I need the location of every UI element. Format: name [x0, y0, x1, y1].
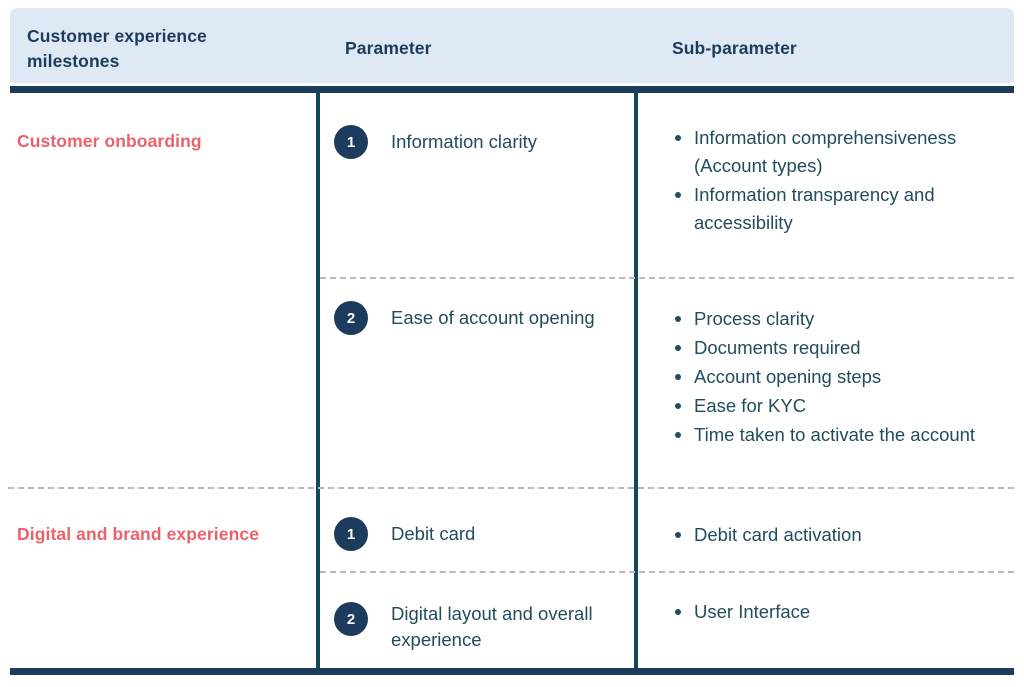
header-bottom-rule — [10, 86, 1014, 93]
table-row: 2 Ease of account opening — [334, 300, 595, 335]
list-item: Process clarity — [672, 305, 1007, 333]
table-bottom-rule — [10, 668, 1014, 675]
column-divider-milestones-parameter — [316, 93, 320, 668]
parameter-label: Information clarity — [391, 131, 537, 152]
parameter-label: Digital layout and overall experience — [391, 603, 593, 651]
parameter-number-badge: 2 — [334, 602, 368, 636]
list-item: Time taken to activate the account — [672, 421, 1007, 449]
table-row: 1 Information clarity — [334, 124, 537, 159]
milestone-label-digital-and-brand-experience: Digital and brand experience — [17, 524, 260, 544]
sub-parameter-list: Information comprehensiveness (Account t… — [672, 124, 1007, 238]
column-header-milestones: Customer experience milestones — [27, 26, 207, 72]
list-item: User Interface — [672, 598, 1007, 626]
parameter-number-badge: 1 — [334, 125, 368, 159]
list-item: Information transparency and accessibili… — [672, 181, 1007, 237]
column-header-sub-parameter: Sub-parameter — [672, 38, 797, 58]
list-item: Information comprehensiveness (Account t… — [672, 124, 1007, 180]
list-item: Account opening steps — [672, 363, 1007, 391]
table-row: 2 Digital layout and overall experience — [334, 601, 636, 654]
list-item: Debit card activation — [672, 521, 1007, 549]
milestone-label-customer-onboarding: Customer onboarding — [17, 131, 202, 151]
sub-parameter-list: User Interface — [672, 598, 1007, 627]
parameter-label: Ease of account opening — [391, 307, 595, 328]
list-item: Ease for KYC — [672, 392, 1007, 420]
parameter-number-badge: 1 — [334, 517, 368, 551]
parameter-label: Debit card — [391, 523, 476, 544]
list-item: Documents required — [672, 334, 1007, 362]
sub-parameter-list: Debit card activation — [672, 521, 1007, 550]
parameter-number-badge: 2 — [334, 301, 368, 335]
column-header-parameter: Parameter — [345, 38, 432, 58]
table-row: 1 Debit card — [334, 516, 475, 551]
sub-parameter-list: Process clarity Documents required Accou… — [672, 305, 1007, 451]
row-divider-2 — [320, 571, 1014, 573]
table-header-row: Customer experience milestones Parameter… — [10, 8, 1014, 83]
row-divider-1 — [320, 277, 1014, 279]
group-divider — [8, 487, 1014, 489]
column-divider-parameter-subparameter — [634, 93, 638, 668]
